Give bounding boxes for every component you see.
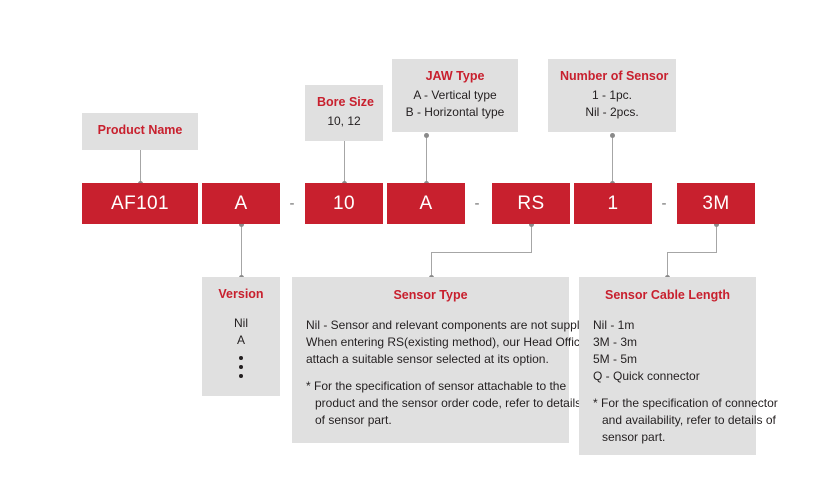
code-separator-3-text: - [661, 195, 667, 212]
code-segment-version-text: A [234, 192, 248, 214]
code-separator-2-text: - [474, 195, 480, 212]
connector-version [241, 224, 242, 277]
callout-sensor-type: Sensor Type Nil - Sensor and relevant co… [292, 277, 607, 443]
connector-dot-number-of-sensor-top [610, 133, 615, 138]
code-segment-sensor-count[interactable]: 1 [574, 183, 652, 224]
connector-cable-length-drop [667, 252, 668, 277]
code-segment-sensor-type-text: RS [517, 192, 545, 214]
callout-version-title: Version [218, 287, 264, 301]
connector-number-of-sensor [612, 135, 613, 183]
connector-product-name [140, 141, 141, 183]
code-separator-3: - [654, 183, 674, 224]
callout-product-name: Product Name [82, 113, 198, 150]
code-segment-bore-size-text: 10 [333, 192, 355, 214]
callout-product-name-title: Product Name [97, 123, 183, 137]
callout-jaw-type-options: A - Vertical type B - Horizontal type [405, 87, 505, 119]
callout-bore-size-title: Bore Size [317, 95, 374, 109]
callout-sensor-cable-length: Sensor Cable Length Nil - 1m 3M - 3m 5M … [579, 277, 778, 455]
connector-dot-jaw-type-top [424, 133, 429, 138]
callout-number-of-sensor-title: Number of Sensor [560, 69, 669, 83]
connector-dot-version-top [239, 222, 244, 227]
callout-jaw-type-title: JAW Type [425, 69, 485, 83]
code-separator-1-text: - [289, 195, 295, 212]
connector-bore-size [344, 133, 345, 183]
callout-sensor-cable-length-body: Nil - 1m 3M - 3m 5M - 5m Q - Quick conne… [593, 317, 778, 446]
callout-version-options: Nil A [234, 315, 248, 347]
connector-dot-sensor-type-top [529, 222, 534, 227]
callout-sensor-cable-length-title: Sensor Cable Length [604, 288, 731, 302]
connector-sensor-type-drop [431, 252, 432, 277]
callout-sensor-type-note: * For the specification of sensor attach… [306, 378, 582, 428]
connector-dot-cable-length-top [714, 222, 719, 227]
callout-sensor-cable-length-options: Nil - 1m 3M - 3m 5M - 5m Q - Quick conne… [593, 317, 700, 383]
code-segment-sensor-type[interactable]: RS [492, 183, 570, 224]
callout-bore-size: Bore Size 10, 12 [305, 85, 383, 141]
connector-sensor-type-riser [531, 224, 532, 252]
callout-number-of-sensor: Number of Sensor 1 - 1pc. Nil - 2pcs. [548, 59, 676, 132]
code-segment-product-name[interactable]: AF101 [82, 183, 198, 224]
code-segment-cable-length[interactable]: 3M [677, 183, 755, 224]
callout-version: Version Nil A [202, 277, 280, 396]
code-segment-jaw-type[interactable]: A [387, 183, 465, 224]
code-separator-2: - [467, 183, 487, 224]
connector-sensor-type-elbow [431, 252, 532, 253]
code-segment-bore-size[interactable]: 10 [305, 183, 383, 224]
code-segment-version[interactable]: A [202, 183, 280, 224]
vertical-ellipsis-icon [214, 355, 268, 378]
callout-sensor-type-body: Nil - Sensor and relevant components are… [306, 317, 607, 429]
callout-sensor-type-title: Sensor Type [393, 288, 468, 302]
callout-sensor-type-description: Nil - Sensor and relevant components are… [306, 317, 607, 366]
callout-sensor-cable-length-note: * For the specification of connector and… [593, 396, 778, 445]
code-segment-sensor-count-text: 1 [607, 192, 619, 214]
code-segment-product-name-text: AF101 [111, 192, 169, 214]
callout-number-of-sensor-options: 1 - 1pc. Nil - 2pcs. [585, 87, 639, 119]
connector-jaw-type [426, 135, 427, 183]
callout-bore-size-values: 10, 12 [327, 113, 361, 128]
connector-cable-length-elbow [667, 252, 717, 253]
code-segment-jaw-type-text: A [419, 192, 433, 214]
connector-cable-length-riser [716, 224, 717, 252]
code-separator-1: - [282, 183, 302, 224]
code-segment-cable-length-text: 3M [702, 192, 730, 214]
callout-jaw-type: JAW Type A - Vertical type B - Horizonta… [392, 59, 518, 132]
